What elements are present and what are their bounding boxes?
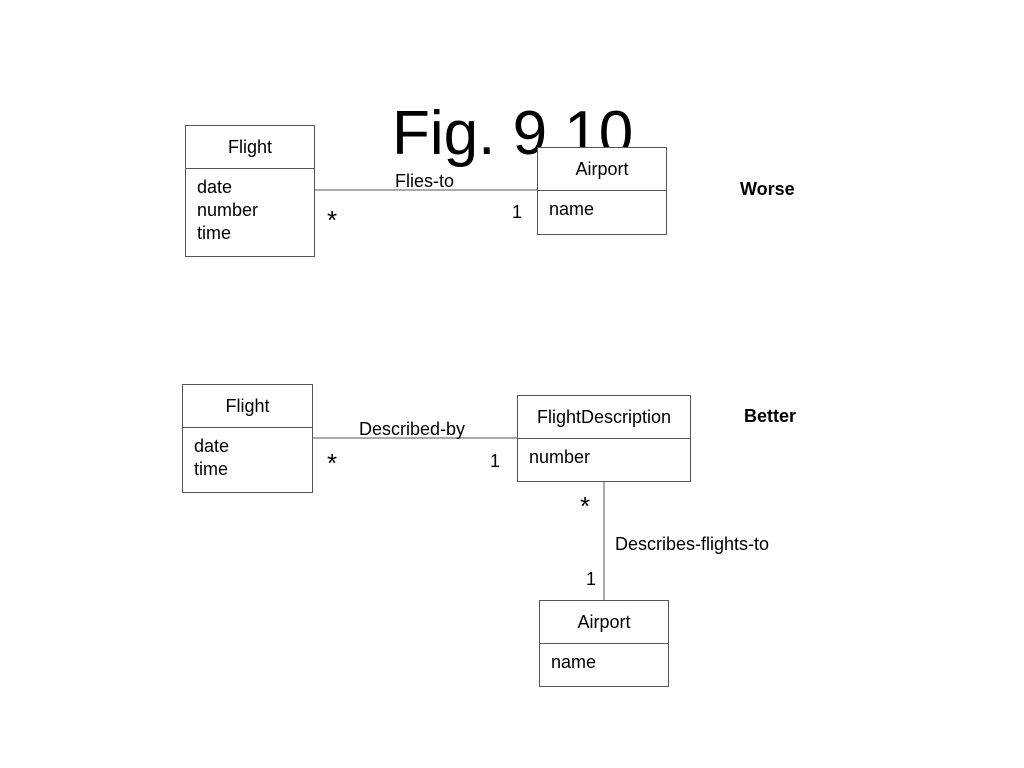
- class-name: Flight: [183, 385, 312, 428]
- multiplicity-many: *: [327, 205, 338, 235]
- attribute: time: [197, 223, 232, 243]
- class-name: FlightDescription: [518, 396, 690, 439]
- attribute: number: [197, 200, 259, 220]
- class-attributes: date number time: [186, 169, 314, 245]
- attribute: number: [529, 447, 591, 467]
- multiplicity-one: 1: [490, 451, 501, 471]
- multiplicity-one: 1: [512, 202, 523, 222]
- class-name: Flight: [186, 126, 314, 169]
- worse-airport-class[interactable]: Airport name: [537, 147, 667, 235]
- class-attributes: name: [538, 191, 666, 221]
- class-attributes: date time: [183, 428, 312, 481]
- attribute: time: [194, 459, 229, 479]
- worse-tag: Worse: [740, 179, 795, 199]
- worse-flight-class[interactable]: Flight date number time: [185, 125, 315, 257]
- class-attributes: number: [518, 439, 690, 469]
- better-airport-class[interactable]: Airport name: [539, 600, 669, 687]
- better-flight-class[interactable]: Flight date time: [182, 384, 313, 493]
- multiplicity-one: 1: [586, 569, 597, 589]
- attribute: date: [197, 177, 233, 197]
- multiplicity-many: *: [580, 491, 591, 521]
- multiplicity-many: *: [327, 448, 338, 478]
- attribute: name: [549, 199, 595, 219]
- association-name: Flies-to: [395, 171, 455, 191]
- class-name: Airport: [540, 601, 668, 644]
- attribute: date: [194, 436, 230, 456]
- association-name: Describes-flights-to: [615, 534, 770, 554]
- association-name: Described-by: [359, 419, 466, 439]
- flight-description-class[interactable]: FlightDescription number: [517, 395, 691, 482]
- class-attributes: name: [540, 644, 668, 674]
- attribute: name: [551, 652, 597, 672]
- class-name: Airport: [538, 148, 666, 191]
- better-tag: Better: [744, 406, 797, 426]
